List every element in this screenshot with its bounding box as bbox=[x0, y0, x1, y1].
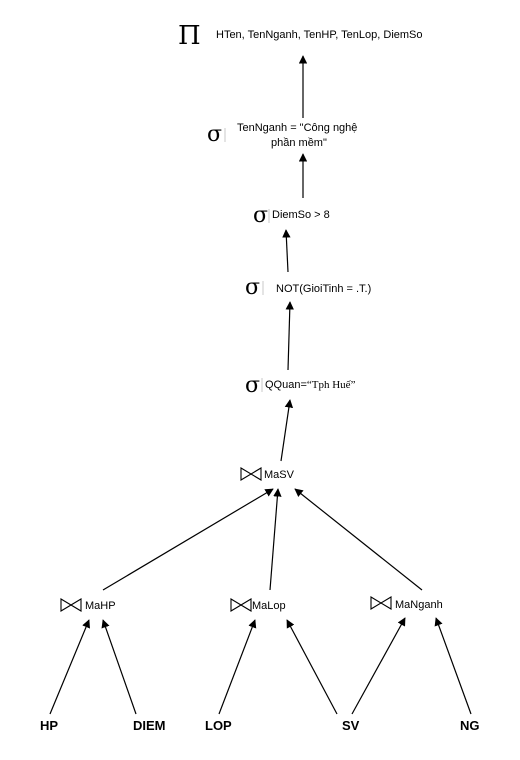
join-node-masv: MaSV bbox=[240, 467, 295, 481]
join-node-malop: MaLop bbox=[230, 598, 286, 612]
relation-diem: DIEM bbox=[133, 718, 166, 733]
join-bowtie-icon bbox=[230, 598, 252, 612]
relation-sv: SV bbox=[342, 718, 360, 733]
relation-hp: HP bbox=[40, 718, 58, 733]
join-bowtie-icon bbox=[370, 596, 392, 610]
edge-malop-to-masv bbox=[269, 488, 282, 591]
join-attribute: MaHP bbox=[85, 600, 116, 612]
edge-sv-to-manganh bbox=[351, 617, 406, 715]
join-node-manganh: MaNganh bbox=[370, 596, 443, 611]
edge-hp-to-mahp bbox=[49, 619, 90, 715]
selection-condition: NOT(GioiTinh = .T.) bbox=[276, 283, 371, 295]
edge-qquan-to-gioitinh bbox=[285, 301, 294, 371]
relation-lop: LOP bbox=[205, 718, 232, 733]
selection-condition: DiemSo > 8 bbox=[272, 209, 330, 221]
join-bowtie-icon bbox=[240, 467, 262, 481]
edge-manganh-to-masv bbox=[294, 488, 423, 591]
edge-sv-to-malop bbox=[286, 619, 338, 715]
selection-condition-line1: TenNganh = "Công nghệ bbox=[237, 122, 357, 134]
selection-condition: QQuan=“Tph Huế” bbox=[265, 379, 356, 391]
join-attribute: MaLop bbox=[252, 600, 286, 612]
projection-attributes: HTen, TenNganh, TenHP, TenLop, DiemSo bbox=[216, 29, 423, 41]
projection-symbol: Π bbox=[178, 21, 201, 51]
selection-symbol: σ bbox=[245, 275, 260, 300]
selection-symbol: σ bbox=[207, 122, 222, 147]
selection-condition-prefix: QQuan= bbox=[265, 379, 307, 391]
join-attribute: MaNganh bbox=[395, 599, 443, 611]
join-bowtie-icon bbox=[60, 598, 82, 612]
selection-condition-line2: phần mềm" bbox=[271, 137, 327, 149]
relation-ng: NG bbox=[460, 718, 480, 733]
edge-ng-to-manganh bbox=[434, 617, 472, 715]
selection-condition-quoted: “Tph Huế” bbox=[307, 379, 356, 391]
relation-leaves: HP DIEM LOP SV NG bbox=[40, 718, 480, 733]
edge-diem-to-mahp bbox=[101, 619, 137, 715]
selection-node-qquan: σ QQuan=“Tph Huế” bbox=[245, 373, 356, 398]
edge-mahp-to-masv bbox=[102, 488, 274, 591]
edges bbox=[49, 55, 472, 715]
edge-lop-to-malop bbox=[218, 619, 257, 715]
edge-join-to-qquan bbox=[280, 399, 294, 462]
selection-symbol: σ bbox=[253, 203, 268, 228]
selection-node-gioitinh: σ NOT(GioiTinh = .T.) bbox=[245, 275, 371, 300]
edge-gioitinh-to-diemso bbox=[282, 229, 291, 273]
projection-node: Π HTen, TenNganh, TenHP, TenLop, DiemSo bbox=[178, 21, 423, 51]
selection-symbol: σ bbox=[245, 373, 260, 398]
join-node-mahp: MaHP bbox=[60, 598, 116, 612]
selection-node-tennganh: σ TenNganh = "Công nghệ phần mềm" bbox=[207, 122, 357, 149]
join-attribute: MaSV bbox=[264, 469, 295, 481]
selection-node-diemso: σ DiemSo > 8 bbox=[253, 203, 330, 228]
